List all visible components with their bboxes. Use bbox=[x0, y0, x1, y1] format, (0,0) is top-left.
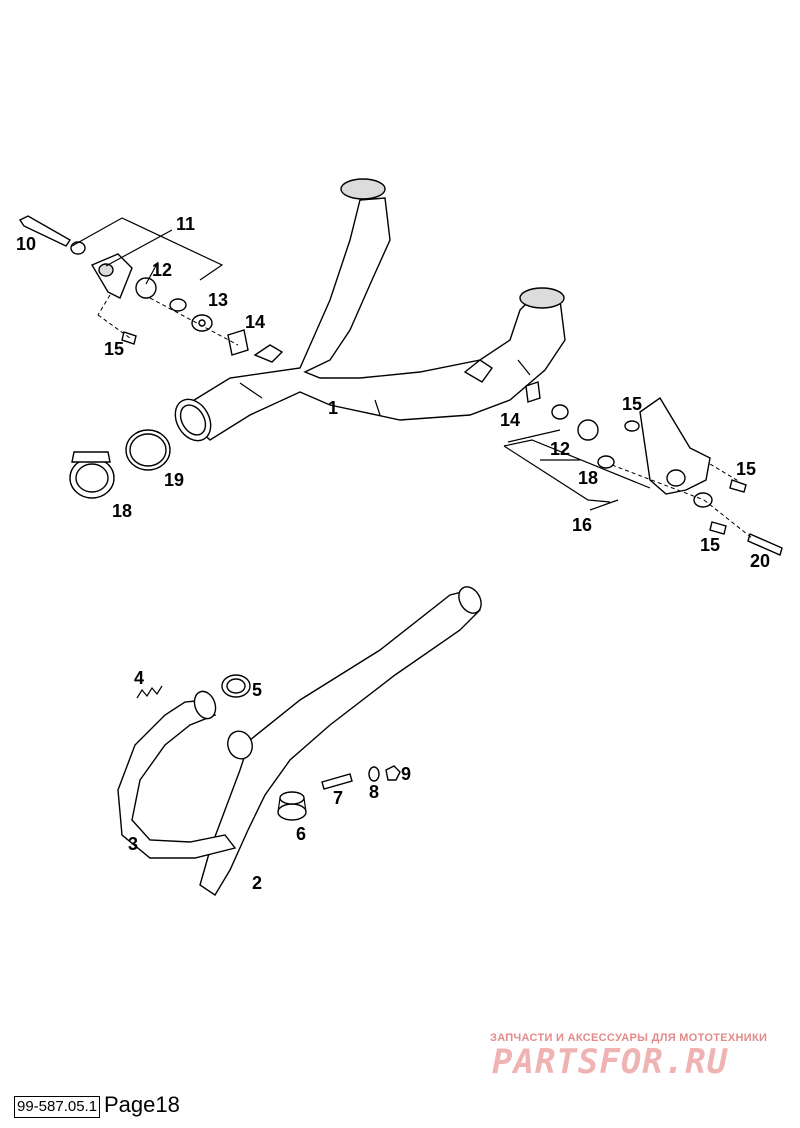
callout-11: 11 bbox=[176, 214, 195, 234]
doc-number: 99-587.05.1 bbox=[14, 1096, 101, 1118]
callout-7: 7 bbox=[333, 788, 343, 808]
page-label: Page18 bbox=[104, 1092, 180, 1117]
callout-15-right-lower: 15 bbox=[700, 535, 720, 555]
manifold-pipe bbox=[174, 178, 566, 442]
callout-14-right: 14 bbox=[500, 410, 520, 430]
callout-2: 2 bbox=[252, 873, 262, 893]
watermark-tagline: ЗАПЧАСТИ И АКСЕССУАРЫ ДЛЯ МОТОТЕХНИКИ bbox=[490, 1032, 768, 1044]
lower-headers bbox=[117, 586, 482, 896]
callout-12-right: 12 bbox=[550, 439, 570, 459]
callout-14-left: 14 bbox=[245, 312, 265, 332]
callout-13: 13 bbox=[208, 290, 228, 310]
callout-4: 4 bbox=[134, 668, 144, 688]
callout-24: 20 bbox=[750, 551, 770, 571]
callout-18-upper: 15 bbox=[622, 394, 642, 414]
callout-16: 16 bbox=[572, 515, 592, 535]
callout-12-left: 12 bbox=[152, 260, 172, 280]
callout-1: 1 bbox=[328, 398, 338, 418]
callout-5: 5 bbox=[252, 680, 262, 700]
callout-labels: 1 2 3 4 5 6 7 8 9 10 11 12 12 13 14 14 1… bbox=[16, 214, 770, 893]
left-mount-group bbox=[18, 215, 249, 356]
callout-6: 6 bbox=[296, 824, 306, 844]
callout-15-left: 15 bbox=[104, 339, 124, 359]
callout-20: 19 bbox=[164, 470, 184, 490]
callout-15-right-upper: 15 bbox=[736, 459, 756, 479]
watermark-brand: PARTSFOR.RU bbox=[492, 1042, 729, 1082]
right-mount-group bbox=[503, 381, 783, 556]
callout-9: 9 bbox=[401, 764, 411, 784]
callout-19: 18 bbox=[112, 501, 132, 521]
callout-3: 3 bbox=[128, 834, 138, 854]
callout-18-lower: 18 bbox=[578, 468, 598, 488]
callout-8: 8 bbox=[369, 782, 379, 802]
callout-10: 10 bbox=[16, 234, 36, 254]
clamp-and-sleeve bbox=[69, 429, 171, 499]
